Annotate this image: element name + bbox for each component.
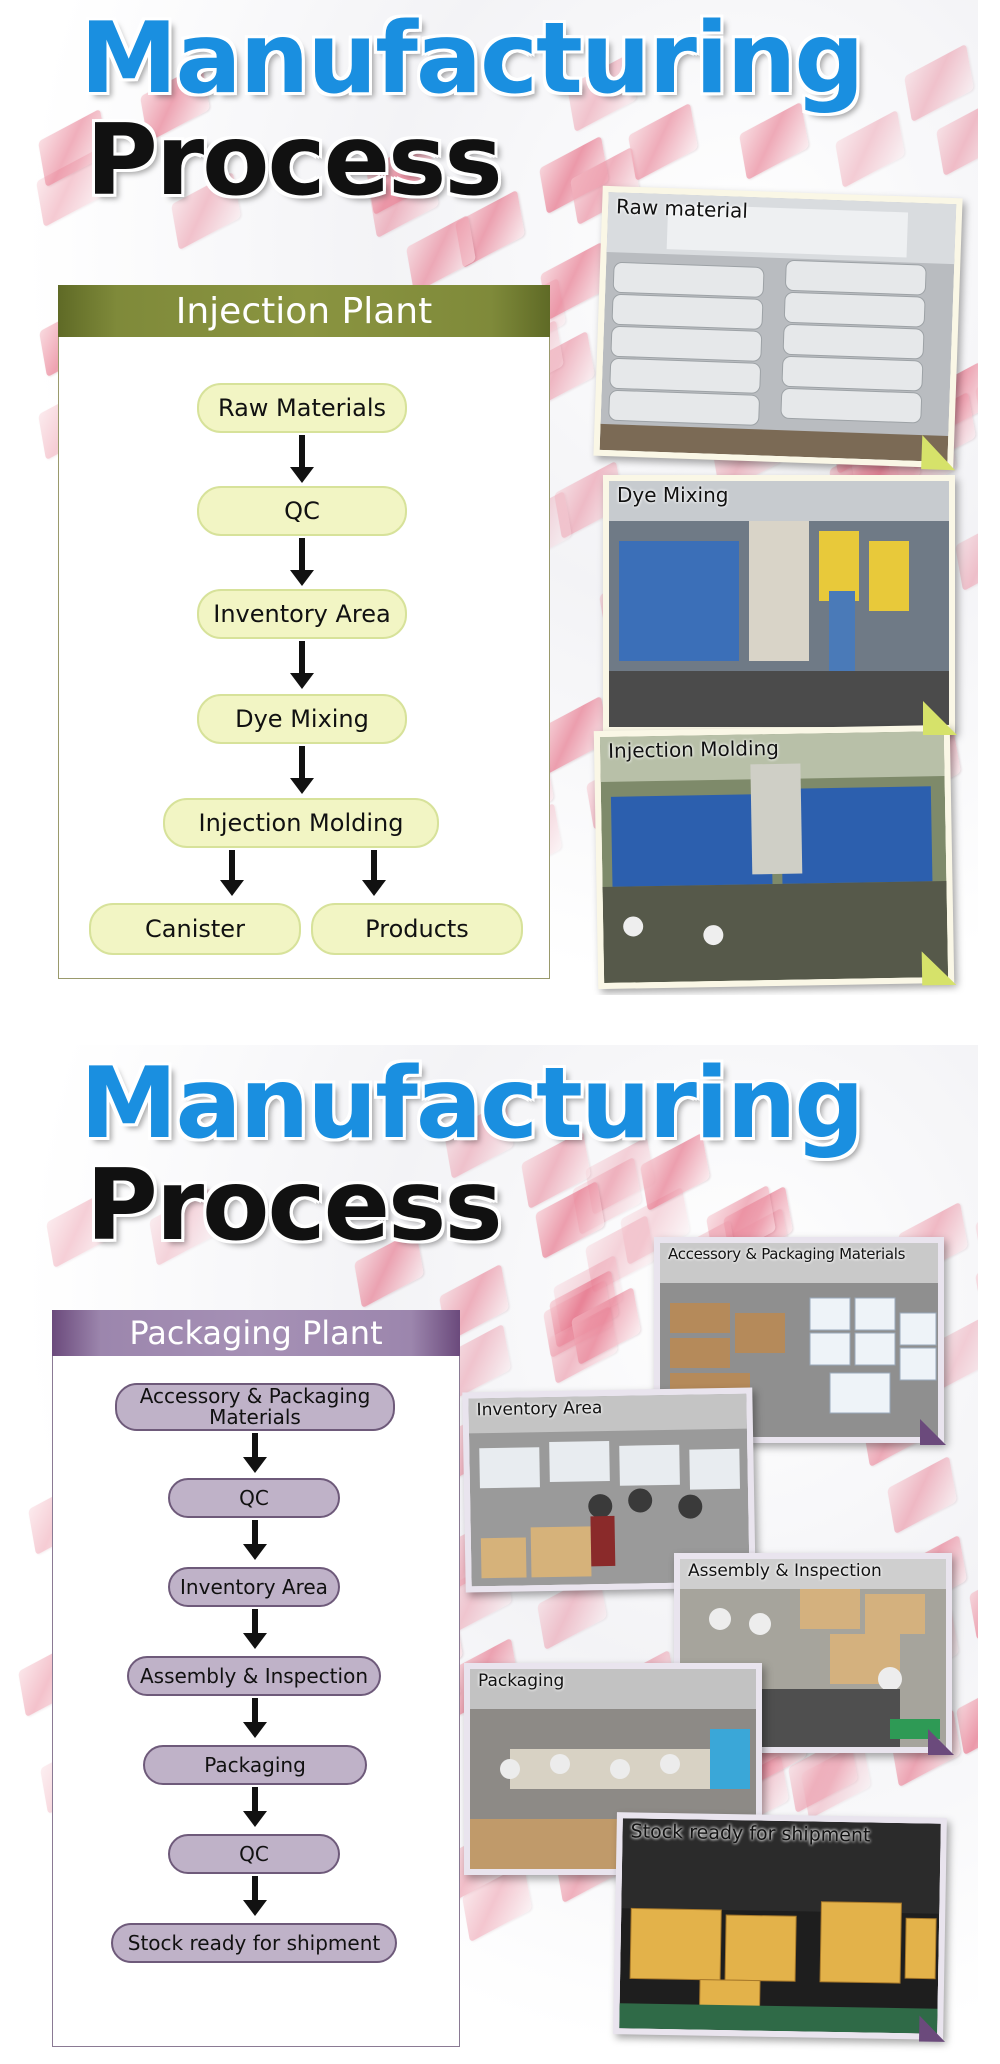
arrow-down	[362, 850, 386, 896]
decorative-tile	[955, 512, 978, 592]
decorative-tile	[887, 1455, 957, 1535]
step-qc: QC	[197, 486, 407, 536]
step-assembly-inspection: Assembly & Inspection	[127, 1656, 381, 1696]
photo-injection-molding: Injection Molding	[593, 724, 957, 990]
caption-raw-material: Raw material	[615, 194, 749, 223]
injection-plant-header: Injection Plant	[58, 285, 550, 337]
photo-dye-mixing: Dye Mixing	[603, 475, 957, 735]
output-products: Products	[311, 903, 523, 955]
raw-material-image	[599, 192, 957, 462]
page-curl	[923, 701, 957, 735]
arrow-down	[243, 1787, 267, 1827]
caption-packaging: Packaging	[478, 1671, 565, 1691]
caption-dye-mixing: Dye Mixing	[617, 483, 729, 507]
title-process: Process	[86, 1149, 503, 1263]
caption-injection-molding: Injection Molding	[607, 735, 780, 763]
caption-stock-ready: Stock ready for shipment	[630, 1820, 871, 1847]
decorative-tile	[936, 97, 978, 177]
arrow-down	[243, 1433, 267, 1473]
decorative-tile	[975, 1190, 978, 1270]
decorative-tile	[835, 109, 905, 189]
packaging-plant-title: Packaging Plant	[129, 1314, 383, 1352]
packaging-image	[470, 1669, 756, 1869]
inventory-area-image	[468, 1393, 750, 1587]
title-manufacturing: Manufacturing	[80, 1047, 864, 1161]
step-packaging: Packaging	[143, 1745, 367, 1785]
decorative-tile	[956, 1676, 978, 1756]
step-dye-mixing: Dye Mixing	[197, 694, 407, 744]
title-process: Process	[86, 104, 503, 218]
decorative-tile	[975, 1241, 978, 1321]
arrow-down	[290, 435, 314, 483]
caption-inventory-area: Inventory Area	[476, 1398, 603, 1421]
decorative-tile	[904, 43, 974, 123]
injection-plant-title: Injection Plant	[175, 290, 433, 332]
caption-accessory-packaging: Accessory & Packaging Materials	[668, 1245, 906, 1263]
step-raw-materials: Raw Materials	[197, 383, 407, 433]
packaging-flow-box: Packaging Plant Accessory & Packaging Ma…	[52, 1310, 460, 2047]
dye-mixing-image	[609, 481, 949, 727]
step-qc-final: QC	[168, 1834, 340, 1874]
photo-inventory-area: Inventory Area	[462, 1387, 758, 1593]
arrow-down	[243, 1876, 267, 1916]
page-curl	[921, 950, 957, 986]
caption-assembly-inspection: Assembly & Inspection	[688, 1561, 882, 1581]
step-qc: QC	[168, 1478, 340, 1518]
injection-molding-image	[599, 731, 949, 983]
arrow-down	[290, 746, 314, 794]
decorative-tile	[406, 214, 476, 294]
injection-plant-panel: Manufacturing Process Injection Plant Ra…	[18, 0, 978, 995]
step-injection-molding: Injection Molding	[163, 798, 439, 848]
arrow-down	[243, 1698, 267, 1738]
step-inventory-area: Inventory Area	[197, 589, 407, 639]
photo-raw-material: Raw material	[593, 185, 963, 471]
photo-packaging: Packaging	[464, 1663, 762, 1875]
arrow-down	[290, 538, 314, 586]
page-curl	[928, 1729, 954, 1755]
arrow-down	[243, 1609, 267, 1649]
step-stock-ready: Stock ready for shipment	[111, 1923, 397, 1963]
photo-stock-ready: Stock ready for shipment	[613, 1812, 947, 2042]
arrow-down	[220, 850, 244, 896]
output-canister: Canister	[89, 903, 301, 955]
page-curl	[919, 2015, 946, 2042]
packaging-plant-panel: Manufacturing Process Packaging Plant Ac…	[18, 1045, 978, 2064]
page-curl	[921, 435, 957, 471]
page-curl	[920, 1419, 946, 1445]
assembly-inspection-image	[680, 1559, 946, 1747]
arrow-down	[243, 1520, 267, 1560]
injection-flow-box: Injection Plant Raw Materials QC Invento…	[58, 285, 550, 979]
arrow-down	[290, 641, 314, 689]
decorative-tile	[969, 1561, 978, 1641]
packaging-plant-header: Packaging Plant	[52, 1310, 460, 1356]
step-accessory-packaging-materials: Accessory & Packaging Materials	[115, 1383, 395, 1431]
step-inventory-area: Inventory Area	[168, 1567, 340, 1607]
stock-ready-image	[619, 1818, 941, 2034]
title-manufacturing: Manufacturing	[80, 2, 864, 116]
